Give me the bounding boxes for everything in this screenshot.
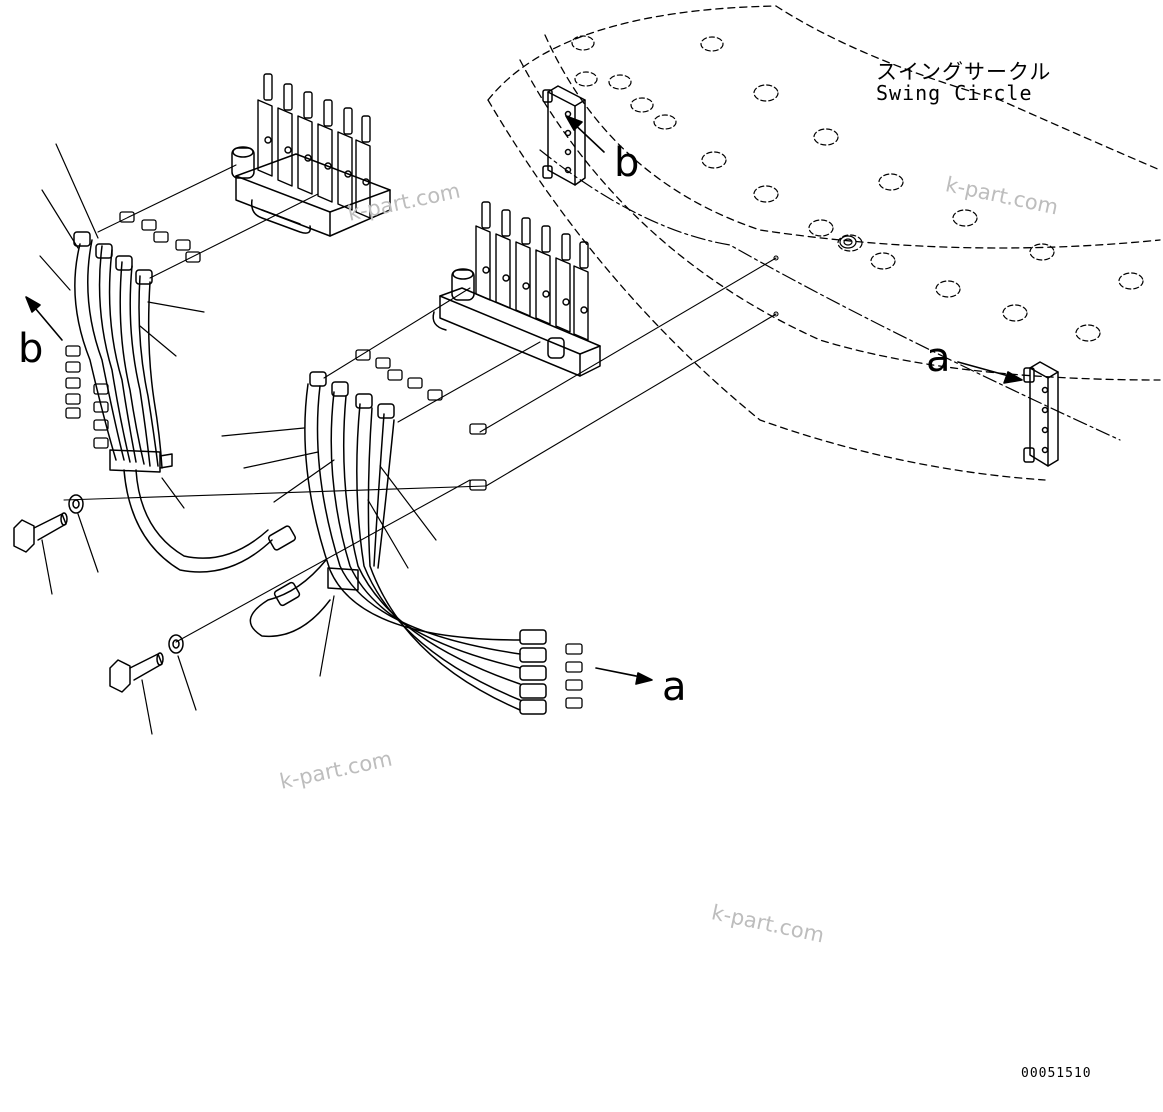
- fittings-left: [65, 211, 201, 449]
- bolt-upper: [13, 512, 68, 553]
- center-fitting: [839, 235, 857, 249]
- washer-upper: [68, 494, 84, 514]
- swing-circle-outline: [487, 5, 1161, 481]
- valve-stack-lower: [475, 201, 589, 341]
- view-a-ref-label: a: [662, 664, 687, 710]
- terminal-block-b: [542, 85, 586, 186]
- valve-stack-upper: [257, 73, 371, 219]
- fittings-right: [355, 349, 583, 709]
- valve-manifold-upper: [231, 146, 391, 237]
- leader-lines: [39, 143, 437, 735]
- view-b-ref-label: b: [18, 326, 44, 372]
- view-arrows: [25, 115, 1023, 685]
- swing-circle-bolt-holes: [571, 35, 1144, 342]
- hose-bundle-right: [249, 371, 547, 715]
- washer-lower: [168, 634, 184, 654]
- swing-circle-label-jp: スイングサークル: [876, 60, 1052, 84]
- bolt-lower: [109, 652, 164, 693]
- hose-bundle-left: [73, 231, 297, 573]
- view-b-label: b: [614, 140, 640, 186]
- drawing-code: 00051510: [1021, 1066, 1092, 1081]
- view-a-label: a: [926, 335, 951, 381]
- assembly-lines: [63, 164, 779, 643]
- valve-manifold-lower: [432, 268, 601, 377]
- swing-circle-label-en: Swing Circle: [876, 81, 1033, 105]
- terminal-block-a: [1023, 361, 1059, 467]
